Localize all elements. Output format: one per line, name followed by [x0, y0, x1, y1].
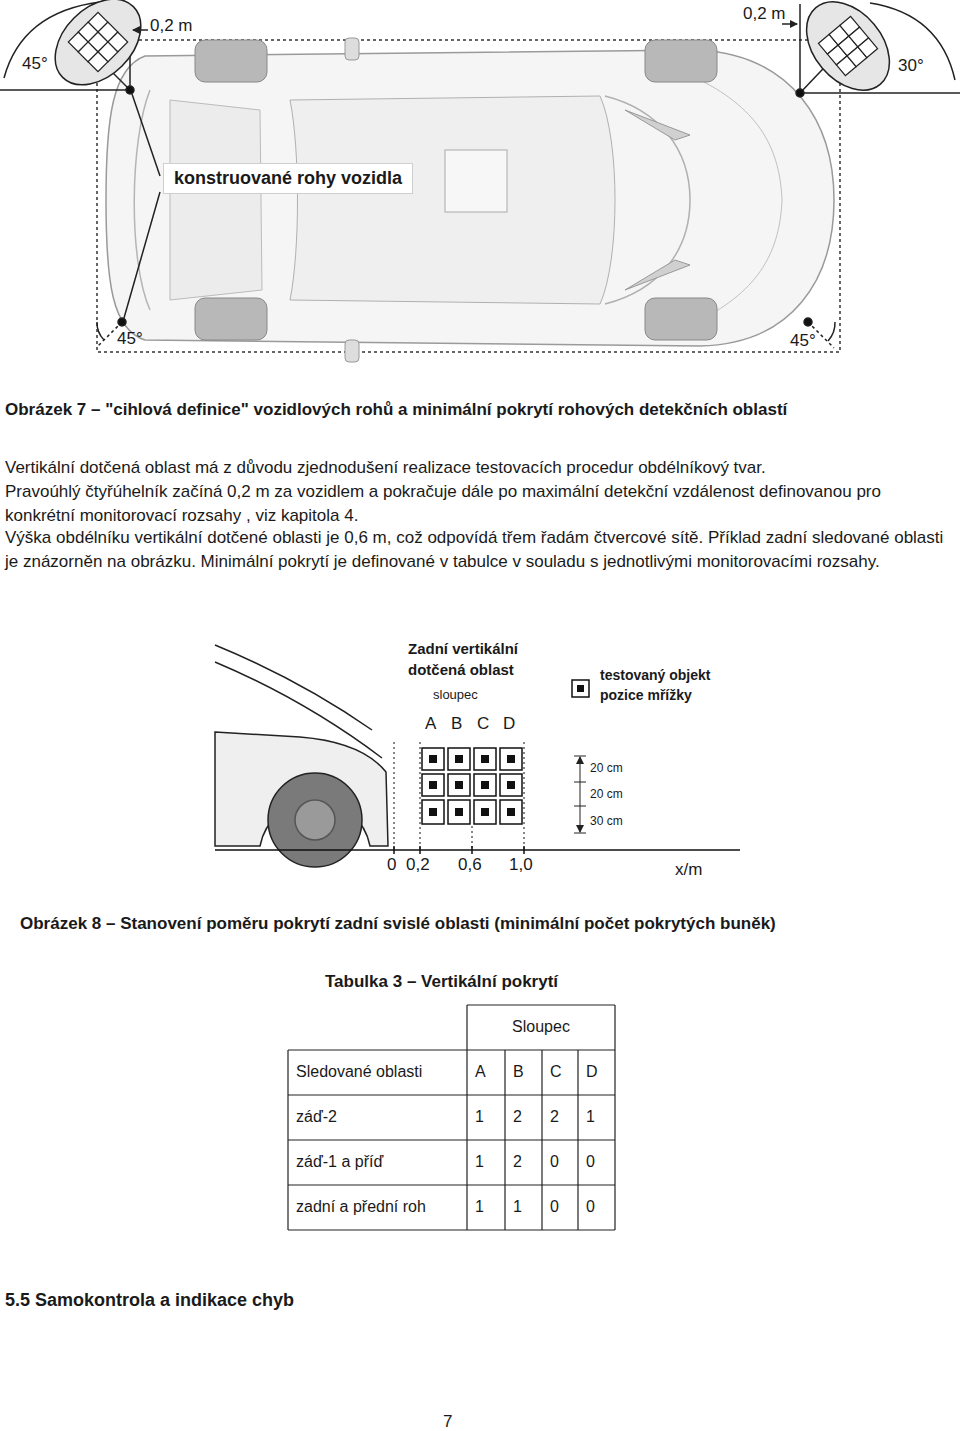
angle-label: 45°	[22, 52, 48, 76]
body-text: Vertikální dotčená oblast má z důvodu zj…	[5, 456, 955, 480]
area-title: Zadní vertikální dotčená oblast	[408, 638, 550, 680]
corner-detection-areas	[0, 0, 960, 348]
legend-symbol	[572, 680, 589, 697]
dimension-label: 0,2 m	[743, 2, 786, 26]
rear-car-side-view	[215, 645, 388, 867]
table-cell: 1	[475, 1196, 484, 1218]
table-cell: záď-1 a příď	[296, 1151, 383, 1173]
column-heading: sloupec	[433, 686, 478, 704]
callout-box: konstruované rohy vozidla	[163, 163, 413, 194]
table-title: Tabulka 3 – Vertikální pokrytí	[325, 970, 558, 994]
table-header: D	[586, 1061, 598, 1083]
car-top-view	[97, 38, 840, 362]
column-letter: D	[503, 712, 515, 736]
column-letter: A	[425, 712, 436, 736]
angle-label: 30°	[898, 54, 924, 78]
table-cell: 0	[586, 1151, 595, 1173]
table-cell: 0	[550, 1196, 559, 1218]
table-cell: zadní a přední roh	[296, 1196, 426, 1218]
table-header: Sledované oblasti	[296, 1061, 422, 1083]
angle-label: 45°	[790, 329, 816, 353]
table-cell: 2	[550, 1106, 559, 1128]
body-text: Pravoúhlý čtyřúhelník začíná 0,2 m za vo…	[5, 480, 915, 528]
table-header: B	[513, 1061, 524, 1083]
table-cell: 2	[513, 1151, 522, 1173]
table-header: A	[475, 1061, 486, 1083]
column-letter: C	[477, 712, 489, 736]
column-letter: B	[451, 712, 462, 736]
table-cell: 2	[513, 1106, 522, 1128]
angle-label: 45°	[117, 327, 143, 351]
table-cell: záď-2	[296, 1106, 337, 1128]
height-dimension: 30 cm	[590, 813, 623, 830]
figure-caption: Obrázek 7 – "cihlová definice" vozidlový…	[5, 398, 860, 422]
height-dimension: 20 cm	[590, 786, 623, 803]
axis-tick-label: 0,6	[458, 853, 482, 877]
table-cell: 0	[586, 1196, 595, 1218]
dimension-label: 0,2 m	[150, 14, 193, 38]
table-cell: 1	[513, 1196, 522, 1218]
table-grid	[288, 1005, 615, 1230]
axis-tick-label: 0,2	[406, 853, 430, 877]
section-heading: 5.5 Samokontrola a indikace chyb	[5, 1288, 294, 1313]
page-number: 7	[443, 1410, 452, 1431]
height-dimension: 20 cm	[590, 760, 623, 777]
figure-caption: Obrázek 8 – Stanovení poměru pokrytí zad…	[20, 912, 950, 936]
axis-tick-label: 0	[387, 853, 396, 877]
table-cell: 1	[475, 1151, 484, 1173]
grid-cells	[394, 742, 524, 850]
height-dimensions	[574, 756, 586, 833]
table-cell: 1	[475, 1106, 484, 1128]
table-header: C	[550, 1061, 562, 1083]
x-axis	[215, 846, 740, 854]
table-cell: 0	[550, 1151, 559, 1173]
legend-text: testovaný objekt pozice mřížky	[600, 666, 750, 705]
axis-title: x/m	[675, 858, 702, 882]
body-text: Výška obdélníku vertikální dotčené oblas…	[5, 526, 955, 574]
axis-tick-label: 1,0	[509, 853, 533, 877]
table-cell: 1	[586, 1106, 595, 1128]
table-header: Sloupec	[512, 1016, 570, 1038]
